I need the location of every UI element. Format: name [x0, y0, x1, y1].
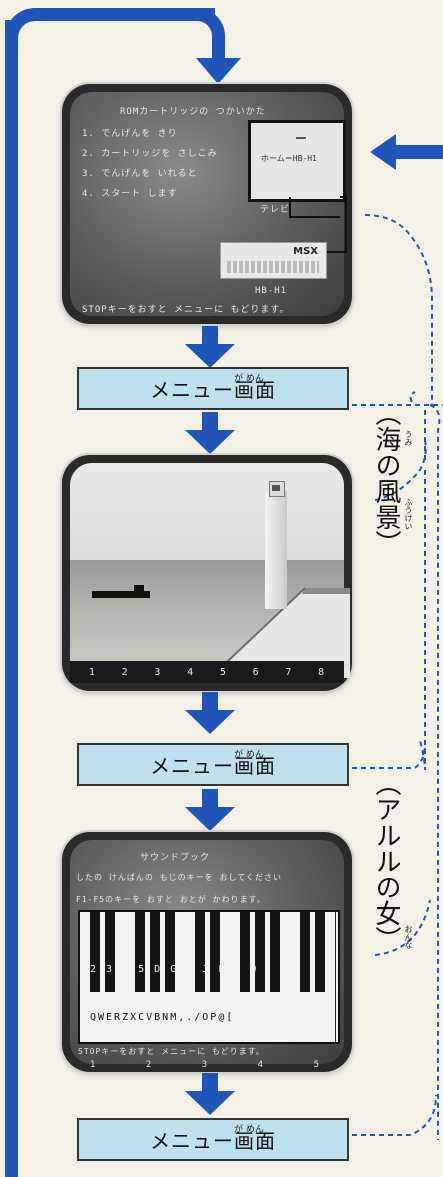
sound-number-2: 2: [145, 1060, 153, 1070]
menu-label-3: メニュー画面: [150, 1129, 276, 1153]
down-arrow-4-icon: [185, 789, 235, 831]
screen-rom-instructions: ROMカートリッジの つかいかた 1. でんげんを きり 2. カートリッジを …: [62, 84, 352, 324]
loop-line-down: [212, 40, 225, 62]
loop-arrowhead-icon: [196, 58, 241, 84]
channel-4: 4: [187, 666, 195, 678]
rom-step-3: 3. でんげんを いれると: [82, 169, 198, 179]
cable-line: [289, 196, 347, 253]
key-labels-top: 2 3 4 5 D G H J L : Q: [90, 964, 259, 975]
menu-ruby-3: が めん: [234, 1125, 264, 1135]
side-label-umi-fukei: （海の風景）: [371, 400, 401, 556]
sea-display: 1 2 3 4 5 6 7 8: [70, 463, 350, 683]
ruby-onna: おんな: [404, 925, 413, 949]
menu-ruby-2: が めん: [234, 750, 264, 760]
rom-footer: STOPキーをおすと メニューに もどります。: [82, 305, 290, 315]
channel-5: 5: [219, 666, 227, 678]
sound-title: サウンドブック: [140, 853, 211, 863]
rom-title: ROMカートリッジの つかいかた: [120, 107, 266, 117]
channel-2: 2: [121, 666, 129, 678]
sound-number-5: 5: [313, 1060, 320, 1070]
sound-footer: STOPキーをおすと メニューに もどります。: [78, 1047, 265, 1056]
screen-sound-book: サウンドブック したの けんばんの もじのキーを おしてください F1-F5のキ…: [62, 832, 352, 1072]
sound-book-display: サウンドブック したの けんばんの もじのキーを おしてください F1-F5のキ…: [70, 840, 344, 1070]
menu-label-1: メニュー画面: [150, 378, 276, 402]
channel-3: 3: [154, 666, 162, 678]
screen-sea-scenery: 1 2 3 4 5 6 7 8: [62, 455, 352, 691]
ruby-umi: うみ: [404, 430, 413, 446]
sound-line-2: F1-F5のキーを おすと おとが かわります。: [76, 895, 266, 904]
channel-8: 8: [318, 666, 326, 678]
ruby-fukei: ふうけい: [404, 498, 413, 530]
rom-step-2: 2. カートリッジを さしこみ: [82, 149, 218, 159]
key-labels-bottom: QWERZXCVBNM,./OP@[: [90, 1012, 235, 1023]
loop-line-left: [5, 20, 18, 1177]
menu-screen-box-1: が めん メニュー画面: [77, 367, 349, 410]
menu-label-2: メニュー画面: [150, 754, 276, 778]
tv-screen-text: ホーム＝HB-H1: [261, 154, 317, 163]
lighthouse-illustration: [265, 481, 287, 609]
sound-number-4: 4: [257, 1060, 265, 1070]
down-arrow-2-icon: [185, 412, 235, 454]
menu-ruby-1: が めん: [234, 374, 264, 384]
rom-step-1: 1. でんげんを きり: [82, 129, 178, 139]
ship-illustration: [92, 591, 150, 598]
channel-7: 7: [285, 666, 293, 678]
rom-step-4: 4. スタート します: [82, 189, 178, 199]
tv-label: テレビ: [260, 205, 291, 215]
msx-device: MSX: [220, 242, 327, 279]
piano-keyboard: 2 3 4 5 D G H J L : Q QWERZXCVBNM,./OP@[: [78, 910, 340, 1044]
screen-rom-display: ROMカートリッジの つかいかた 1. でんげんを きり 2. カートリッジを …: [70, 92, 347, 316]
sound-number-1: 1: [90, 1060, 97, 1070]
sound-number-3: 3: [201, 1060, 209, 1070]
msx-model: HB-H1: [255, 286, 288, 296]
down-arrow-1-icon: [185, 326, 235, 368]
side-label-aruru-onna: （アルルの女）: [371, 770, 401, 952]
loop-line-top: [40, 8, 215, 21]
sound-line-1: したの けんばんの もじのキーを おしてください: [76, 873, 282, 882]
down-arrow-5-icon: [185, 1073, 235, 1115]
channel-bar: 1 2 3 4 5 6 7 8: [70, 661, 344, 683]
sound-numbers: 1 2 3 4 5: [90, 1060, 320, 1070]
channel-6: 6: [252, 666, 260, 678]
down-arrow-3-icon: [185, 692, 235, 734]
msx-brand: MSX: [293, 246, 318, 257]
menu-screen-box-3: が めん メニュー画面: [77, 1118, 349, 1161]
channel-1: 1: [88, 666, 96, 678]
right-entry-arrow-icon: [370, 134, 443, 170]
menu-screen-box-2: が めん メニュー画面: [77, 743, 349, 786]
tv-illustration: ホーム＝HB-H1: [248, 120, 346, 202]
